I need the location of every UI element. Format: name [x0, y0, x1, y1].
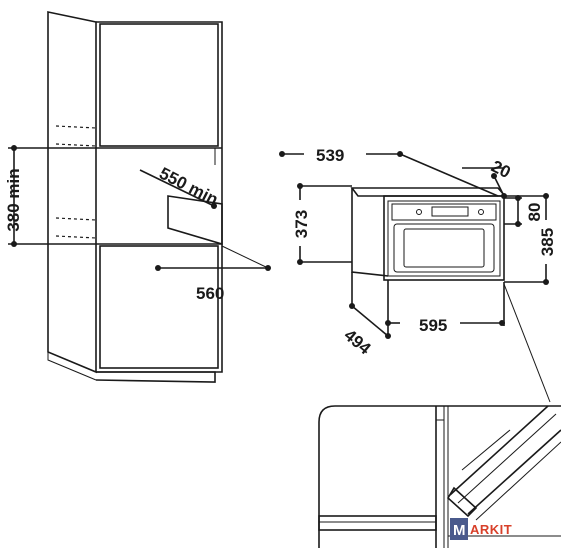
- watermark-badge: [450, 518, 468, 540]
- dimension-frame-depth: 20: [462, 157, 514, 199]
- watermark-text: ARKIT: [470, 522, 512, 537]
- dimension-niche-height: 380 min: [4, 145, 96, 247]
- tall-cabinet: [47, 11, 223, 383]
- label-unit-width: 539: [316, 146, 344, 165]
- label-frame-depth: 20: [488, 157, 513, 183]
- callout-leader: [503, 283, 551, 403]
- dimension-unit-height: 373: [292, 183, 352, 265]
- label-front-height: 385: [538, 228, 557, 256]
- dimension-niche-width: 560: [155, 245, 271, 303]
- label-niche-height: 380 min: [4, 168, 23, 231]
- watermark-badge-letter: M: [453, 522, 466, 539]
- dimension-niche-depth: 550 min: [139, 164, 221, 210]
- watermark: M ARKIT: [450, 518, 512, 540]
- label-control-panel: 80: [525, 203, 544, 222]
- label-unit-height: 373: [292, 210, 311, 238]
- dimension-front-height: 385: [504, 193, 557, 285]
- oven-unit: [350, 187, 507, 281]
- label-niche-depth: 550 min: [156, 164, 221, 210]
- dimension-unit-width: 539: [279, 146, 499, 197]
- dimension-body-depth: 494: [340, 272, 391, 359]
- dimension-control-panel: 80: [504, 195, 544, 227]
- label-body-depth: 494: [340, 326, 374, 359]
- dimension-front-width: 595: [385, 282, 505, 335]
- label-front-width: 595: [419, 316, 447, 335]
- detail-callout: [318, 405, 561, 548]
- label-niche-width: 560: [196, 284, 224, 303]
